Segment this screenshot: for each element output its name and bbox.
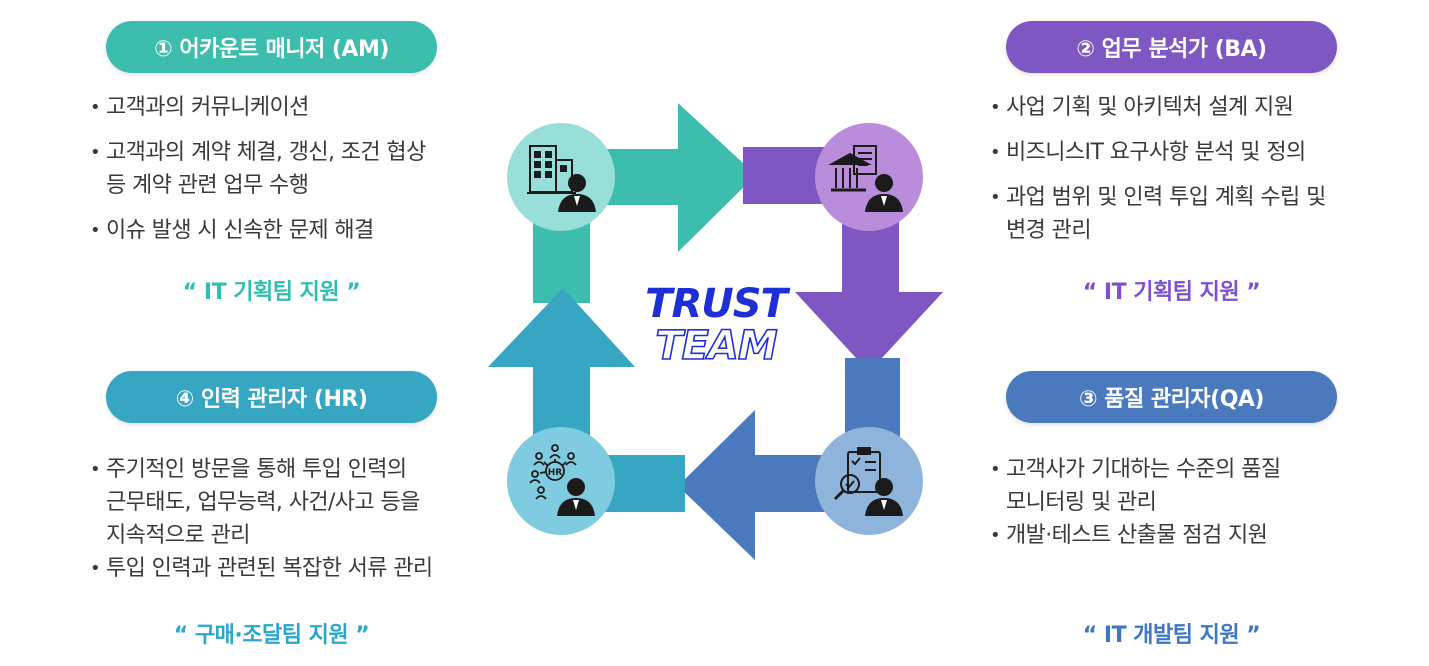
hr-bullet-1: 주기적인 방문을 통해 투입 인력의 근무태도, 업무능력, 사건/사고 등을 …: [90, 453, 480, 552]
checklist-magnifier-person-icon: [833, 447, 903, 516]
ba-bullet-2: 비즈니스IT 요구사항 분석 및 정의: [990, 136, 1390, 169]
qa-bullet-1: 고객사가 기대하는 수준의 품질 모니터링 및 관리: [990, 453, 1380, 519]
brand-line2: TEAM: [655, 323, 779, 369]
hr-badge-label: HR: [548, 468, 563, 478]
hr-icon-circle: [507, 427, 615, 535]
qa-icon-circle: [815, 427, 923, 535]
am-icon-circle: [507, 123, 615, 231]
am-title-pill: ① 어카운트 매니저 (AM): [106, 21, 437, 73]
hr-network-person-icon: HR: [529, 444, 595, 516]
ba-icon-circle: [815, 123, 923, 231]
qa-bullet-2: 개발·테스트 산출물 점검 지원: [990, 519, 1380, 552]
office-building-person-icon: [527, 145, 596, 212]
bank-document-person-icon: [828, 145, 903, 212]
hr-title-pill: ④ 인력 관리자 (HR): [106, 371, 437, 423]
qa-support-label: “ IT 개발팀 지원 ”: [1082, 623, 1261, 648]
hr-bullet-list: 주기적인 방문을 통해 투입 인력의 근무태도, 업무능력, 사건/사고 등을 …: [90, 453, 480, 585]
qa-title-pill: ③ 품질 관리자(QA): [1006, 371, 1337, 423]
am-bullet-3: 이슈 발생 시 신속한 문제 해결: [90, 214, 470, 247]
ba-bullet-list: 사업 기획 및 아키텍처 설계 지원 비즈니스IT 요구사항 분석 및 정의 과…: [990, 91, 1390, 247]
trust-team-logo: TRUST TEAM: [636, 281, 796, 369]
am-bullet-2: 고객과의 계약 체결, 갱신, 조건 협상 등 계약 관련 업무 수행: [90, 136, 470, 202]
hr-bullet-2: 투입 인력과 관련된 복잡한 서류 관리: [90, 552, 480, 585]
ba-bullet-1: 사업 기획 및 아키텍처 설계 지원: [990, 91, 1390, 124]
ba-support-label: “ IT 기획팀 지원 ”: [1082, 280, 1261, 305]
am-support-label: “ IT 기획팀 지원 ”: [182, 280, 361, 305]
ba-bullet-3: 과업 범위 및 인력 투입 계획 수립 및 변경 관리: [990, 181, 1390, 247]
qa-bullet-list: 고객사가 기대하는 수준의 품질 모니터링 및 관리 개발·테스트 산출물 점검…: [990, 453, 1380, 552]
ba-title-pill: ② 업무 분석가 (BA): [1006, 21, 1337, 73]
am-bullet-list: 고객과의 커뮤니케이션 고객과의 계약 체결, 갱신, 조건 협상 등 계약 관…: [90, 91, 470, 247]
brand-line1: TRUST: [645, 281, 788, 327]
am-bullet-1: 고객과의 커뮤니케이션: [90, 91, 470, 124]
hr-support-label: “ 구매·조달팀 지원 ”: [173, 623, 370, 648]
